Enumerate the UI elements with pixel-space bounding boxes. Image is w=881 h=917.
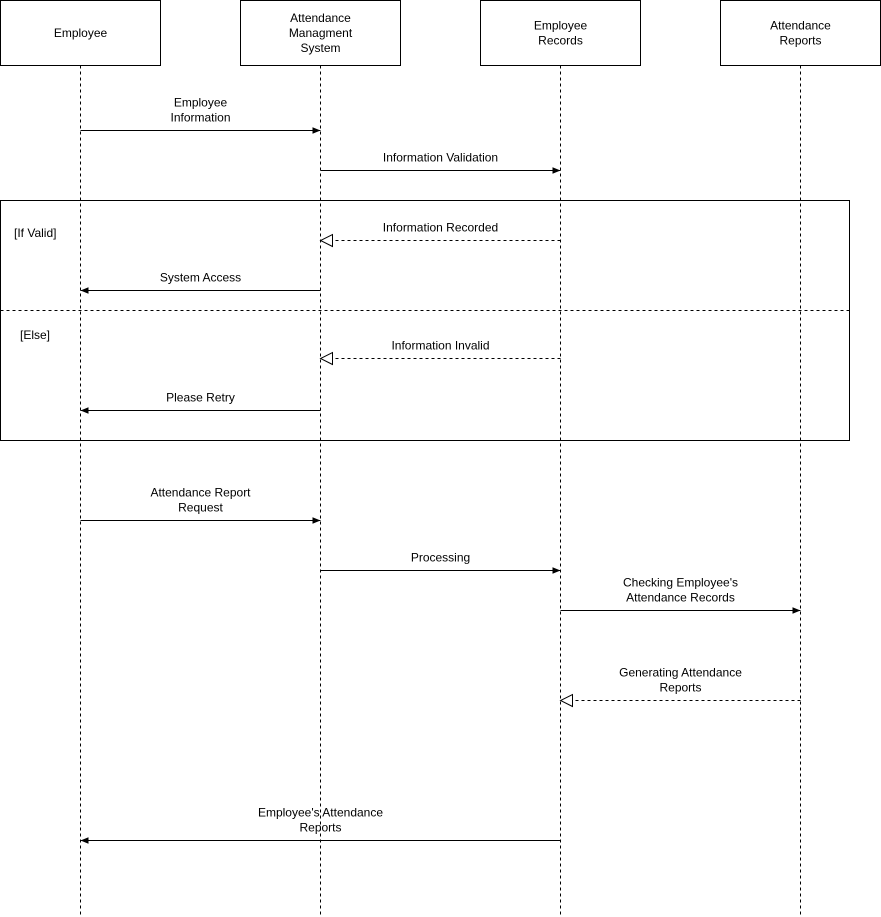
message-label: Attendance Records xyxy=(626,591,735,605)
message-label: Information Validation xyxy=(383,151,498,165)
guard-if-valid: [If Valid] xyxy=(14,226,56,240)
message-label: Information Invalid xyxy=(391,339,489,353)
message-label: Employee's Attendance xyxy=(258,806,383,820)
message-label: Request xyxy=(178,501,223,515)
message-label: Reports xyxy=(299,821,341,835)
alt-fragment: [If Valid] [Else] xyxy=(0,200,850,441)
participant-employee[interactable]: Employee xyxy=(0,0,161,66)
message-label: Reports xyxy=(659,681,701,695)
message-2: Information Validation xyxy=(320,151,561,174)
participant-label: Reports xyxy=(779,34,821,48)
alt-fragment-frame xyxy=(0,200,850,441)
message-label: Checking Employee's xyxy=(623,576,738,590)
message-label: Employee xyxy=(174,96,228,110)
message-6: Please Retry xyxy=(80,391,321,414)
message-label: System Access xyxy=(160,271,241,285)
participant-label: Attendance xyxy=(770,19,831,33)
message-label: Processing xyxy=(411,551,470,565)
message-8: Processing xyxy=(320,551,561,574)
message-label: Attendance Report xyxy=(150,486,251,500)
participant-box[interactable] xyxy=(0,0,161,66)
guard-else: [Else] xyxy=(20,328,50,342)
message-5: Information Invalid xyxy=(321,339,561,359)
message-label: Please Retry xyxy=(166,391,235,405)
message-label: Information xyxy=(170,111,230,125)
message-label: Information Recorded xyxy=(383,221,498,235)
participant-label: System xyxy=(300,41,340,55)
participant-label: Records xyxy=(538,34,583,48)
participant-box[interactable] xyxy=(480,0,641,66)
message-3: Information Recorded xyxy=(321,221,561,241)
participant-label: Employee xyxy=(534,19,588,33)
participant-box[interactable] xyxy=(720,0,881,66)
message-label: Generating Attendance xyxy=(619,666,742,680)
participant-label: Employee xyxy=(54,26,108,40)
message-4: System Access xyxy=(80,271,321,294)
participant-label: Managment xyxy=(289,26,353,40)
participant-box[interactable] xyxy=(240,0,401,66)
participant-label: Attendance xyxy=(290,11,351,25)
